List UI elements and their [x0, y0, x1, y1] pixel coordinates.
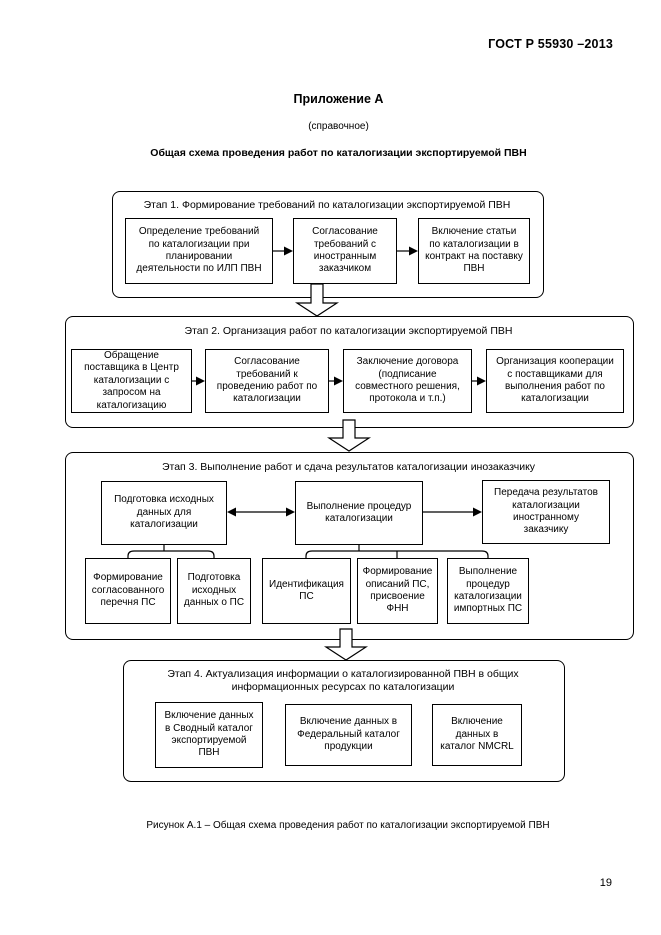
- stage1-box2: Согласование требований с иностранным за…: [293, 218, 397, 284]
- stage3-parent1: Подготовка исходных данных для каталогиз…: [101, 481, 227, 545]
- stage1-label: Этап 1. Формирование требований по катал…: [143, 199, 511, 211]
- stage4-box2: Включение данных в Федеральный каталог п…: [285, 704, 412, 766]
- block-arrow-down-icon: [323, 628, 369, 661]
- stage3-child2: Подготовка исходных данных о ПС: [177, 558, 251, 624]
- bracket-connector: [305, 545, 489, 558]
- stage2-box4: Организация кооперации с поставщиками дл…: [486, 349, 624, 413]
- stage3-child4: Формирование описаний ПС, присвоение ФНН: [357, 558, 438, 624]
- doc-number: ГОСТ Р 55930 –2013: [488, 37, 613, 51]
- stage2-box2: Согласование требований к проведению раб…: [205, 349, 329, 413]
- stage3-parent2: Выполнение процедур каталогизации: [295, 481, 423, 545]
- stage4-box3: Включение данных в каталог NMCRL: [432, 704, 522, 766]
- arrow-right-icon: [423, 507, 482, 517]
- arrow-right-icon: [192, 376, 486, 386]
- figure-caption: Рисунок А.1 – Общая схема проведения раб…: [146, 820, 550, 831]
- bracket-connector: [127, 545, 215, 558]
- stage4-box1: Включение данных в Сводный каталог экспо…: [155, 702, 263, 768]
- appendix-title: Приложение А: [293, 92, 384, 106]
- stage4-label: Этап 4. Актуализация информации о катало…: [167, 668, 519, 693]
- arrow-double-icon: [227, 507, 295, 517]
- diagram-title: Общая схема проведения работ по каталоги…: [150, 147, 527, 159]
- stage2-box1: Обращение поставщика в Центр каталогизац…: [71, 349, 192, 413]
- stage2-label: Этап 2. Организация работ по каталогизац…: [184, 325, 513, 337]
- stage3-label: Этап 3. Выполнение работ и сдача результ…: [161, 461, 536, 473]
- stage3-child1: Формирование согласованного перечня ПС: [85, 558, 171, 624]
- page-number: 19: [599, 877, 612, 889]
- block-arrow-down-icon: [294, 283, 340, 317]
- stage3-child3: Идентификация ПС: [262, 558, 351, 624]
- arrow-right-icon: [273, 246, 418, 256]
- appendix-note: (справочное): [308, 121, 369, 132]
- stage1-box1: Определение требований по каталогизации …: [125, 218, 273, 284]
- stage3-child5: Выполнение процедур каталогизации импорт…: [447, 558, 529, 624]
- stage2-box3: Заключение договора (подписание совместн…: [343, 349, 472, 413]
- block-arrow-down-icon: [326, 419, 372, 452]
- stage1-box3: Включение статьи по каталогизации в конт…: [418, 218, 530, 284]
- stage3-parent3: Передача результатов каталогизации иност…: [482, 480, 610, 544]
